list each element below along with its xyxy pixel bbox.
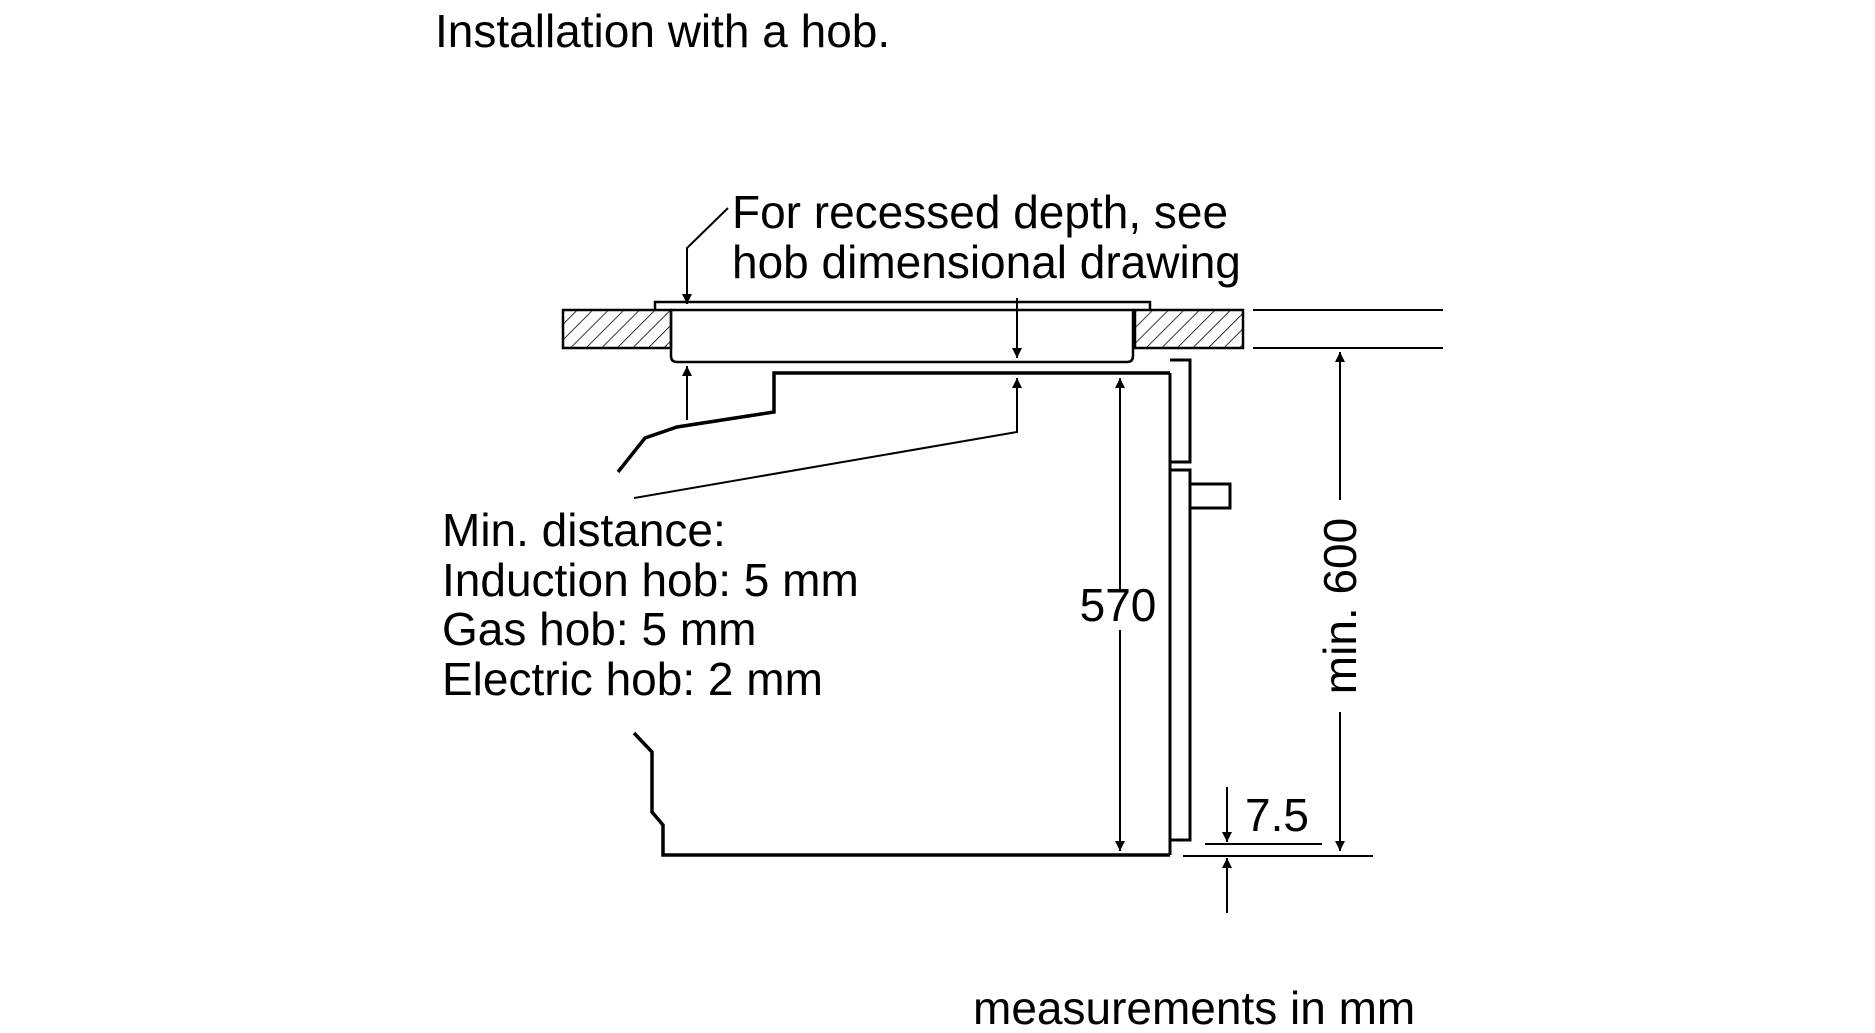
gap-arrows <box>633 298 1022 499</box>
page-title: Installation with a hob. <box>435 5 890 57</box>
worktop <box>561 308 1443 350</box>
hob-body <box>669 308 1135 364</box>
gap-arrow-up-right <box>633 378 1022 499</box>
worktop-left <box>561 308 673 350</box>
dimension-7-5: 7.5 <box>1183 787 1373 913</box>
dimension-min-600: min. 600 <box>1314 352 1366 851</box>
measurements-note: measurements in mm <box>973 982 1415 1028</box>
min-distance-induction: Induction hob: 5 mm <box>442 554 859 606</box>
door-handle <box>1190 482 1232 510</box>
worktop-right <box>1133 308 1245 350</box>
hob-rim <box>653 300 1152 310</box>
oven-top-outline <box>616 371 1170 474</box>
min-distance-gas: Gas hob: 5 mm <box>442 603 756 655</box>
min-distance-electric: Electric hob: 2 mm <box>442 653 823 705</box>
min-distance-heading: Min. distance: <box>442 504 726 556</box>
oven-bottom-outline <box>632 731 1170 857</box>
dim-600-label: min. 600 <box>1314 518 1366 694</box>
control-panel <box>1170 358 1192 464</box>
dimension-570: 570 <box>1080 378 1157 851</box>
oven-door <box>1170 468 1192 842</box>
hob <box>653 300 1152 364</box>
oven <box>616 358 1232 857</box>
dim-7-5-label: 7.5 <box>1245 789 1309 841</box>
dim-570-label: 570 <box>1080 579 1157 631</box>
recessed-depth-arrow <box>682 207 729 304</box>
min-distance-block: Min. distance: Induction hob: 5 mm Gas h… <box>442 504 859 705</box>
recessed-depth-label-2: hob dimensional drawing <box>732 236 1241 288</box>
recessed-depth-callout: For recessed depth, see hob dimensional … <box>682 186 1241 304</box>
recessed-depth-label-1: For recessed depth, see <box>732 186 1228 238</box>
